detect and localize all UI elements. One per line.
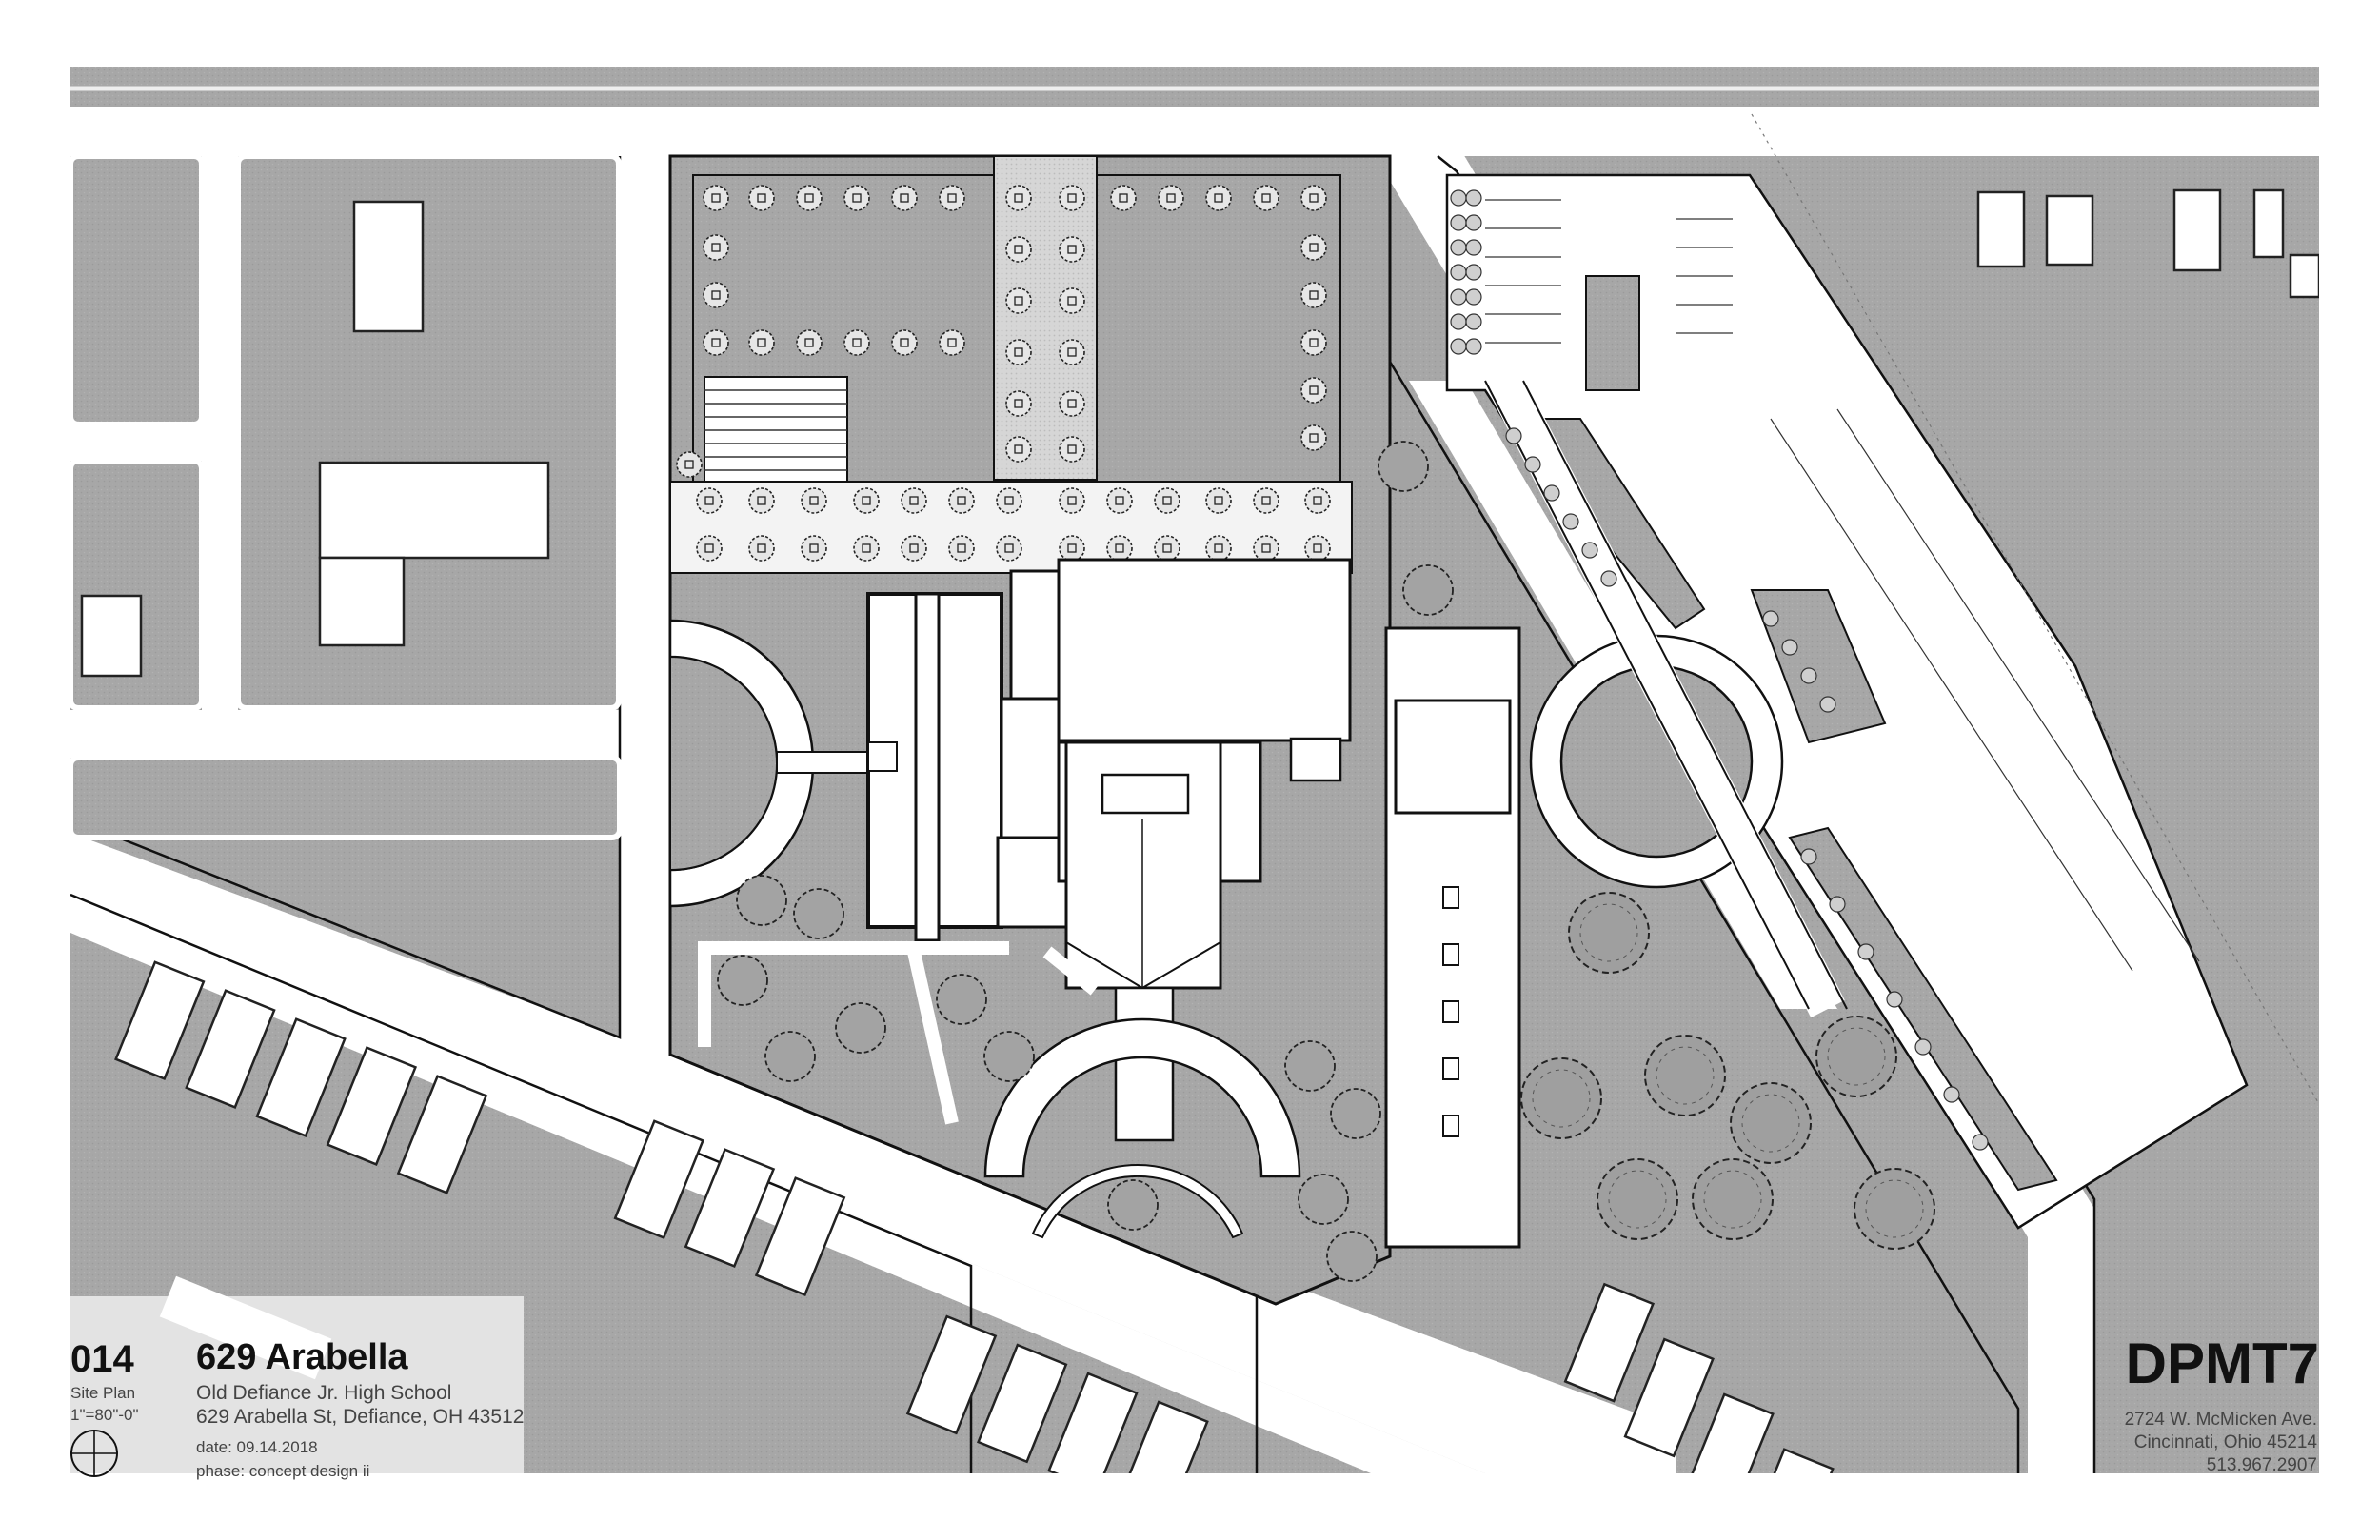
west-semicircle-plaza — [668, 619, 877, 908]
sheet-number: 014 — [70, 1338, 134, 1380]
firm-phone: 513.967.2907 — [2206, 1455, 2317, 1475]
south-entry-plaza — [983, 986, 1301, 1239]
school-building — [866, 558, 1352, 990]
neighbor-buildings-west — [80, 200, 550, 678]
title-block-panel — [70, 1275, 524, 1473]
firm-address-line1: 2724 W. McMicken Ave. — [2124, 1410, 2317, 1430]
neighbor-buildings-east — [1976, 188, 2321, 299]
firm-address-line2: Cincinnati, Ohio 45214 — [2133, 1432, 2317, 1452]
drawing-scale: 1"=80"-0" — [70, 1406, 139, 1424]
project-name: 629 Arabella — [196, 1337, 408, 1377]
project-address: 629 Arabella St, Defiance, OH 43512 — [196, 1406, 525, 1428]
roundabout — [1484, 371, 1848, 1018]
drawing-date: date: 09.14.2018 — [196, 1438, 318, 1456]
north-arrow-icon — [70, 1430, 118, 1477]
neighbor-buildings-south — [114, 960, 1835, 1540]
design-phase: phase: concept design ii — [196, 1462, 370, 1480]
firm-name: DPMT7 — [2125, 1332, 2319, 1395]
drawing-type: Site Plan — [70, 1384, 136, 1402]
proposed-bar-building — [1384, 626, 1521, 1249]
campus-paths — [698, 941, 1100, 1125]
project-subtitle: Old Defiance Jr. High School — [196, 1382, 452, 1404]
